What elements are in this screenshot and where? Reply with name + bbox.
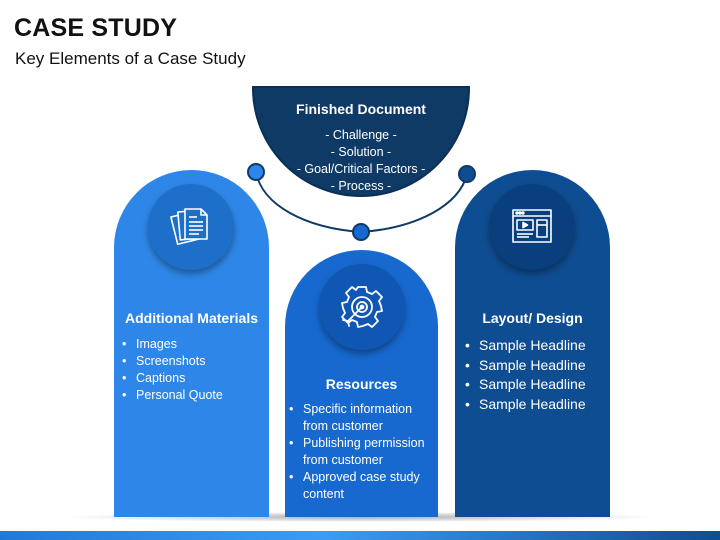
list-item: - Goal/Critical Factors - (296, 162, 426, 176)
list-item: - Challenge - (325, 128, 397, 142)
list-item: Images (122, 336, 223, 353)
layout-design-list: Sample Headline Sample Headline Sample H… (465, 336, 586, 414)
finished-document-list: - Challenge - - Solution - - Goal/Critic… (254, 127, 468, 212)
list-item: Specific information from customer (289, 401, 435, 435)
connector-dot-left (247, 163, 265, 181)
layout-design-heading: Layout/ Design (482, 310, 583, 326)
list-item: Sample Headline (465, 336, 586, 356)
list-item: Personal Quote (122, 387, 223, 404)
page-subtitle: Key Elements of a Case Study (15, 49, 246, 68)
list-item: - Process - (330, 179, 392, 193)
resources-heading: Resources (325, 376, 398, 392)
resources-card: Resources Specific information from cust… (285, 250, 438, 517)
resources-list: Specific information from customer Publi… (289, 401, 435, 503)
additional-materials-list: Images Screenshots Captions Personal Quo… (122, 336, 223, 404)
list-item: Approved case study content (289, 469, 435, 503)
webpage-layout-icon (489, 184, 575, 270)
footer-band (0, 531, 720, 540)
list-item: - Solution - (330, 145, 392, 159)
connector-dot-middle (352, 223, 370, 241)
additional-materials-heading: Additional Materials (124, 310, 259, 326)
list-item: Captions (122, 370, 223, 387)
finished-document-heading: Finished Document (296, 101, 426, 117)
gear-target-icon (319, 264, 405, 350)
additional-materials-card: Additional Materials Images Screenshots … (114, 170, 269, 517)
documents-icon (148, 184, 234, 270)
list-item: - Results - (332, 196, 390, 210)
list-item: Sample Headline (465, 356, 586, 376)
list-item: Sample Headline (465, 395, 586, 415)
list-item: Screenshots (122, 353, 223, 370)
page-title: CASE STUDY (14, 14, 178, 42)
connector-dot-right (458, 165, 476, 183)
layout-design-card: Layout/ Design Sample Headline Sample He… (455, 170, 610, 517)
floor-shadow (70, 512, 654, 522)
list-item: Sample Headline (465, 375, 586, 395)
finished-document-card: Finished Document - Challenge - - Soluti… (252, 86, 470, 210)
list-item: Publishing permission from customer (289, 435, 435, 469)
